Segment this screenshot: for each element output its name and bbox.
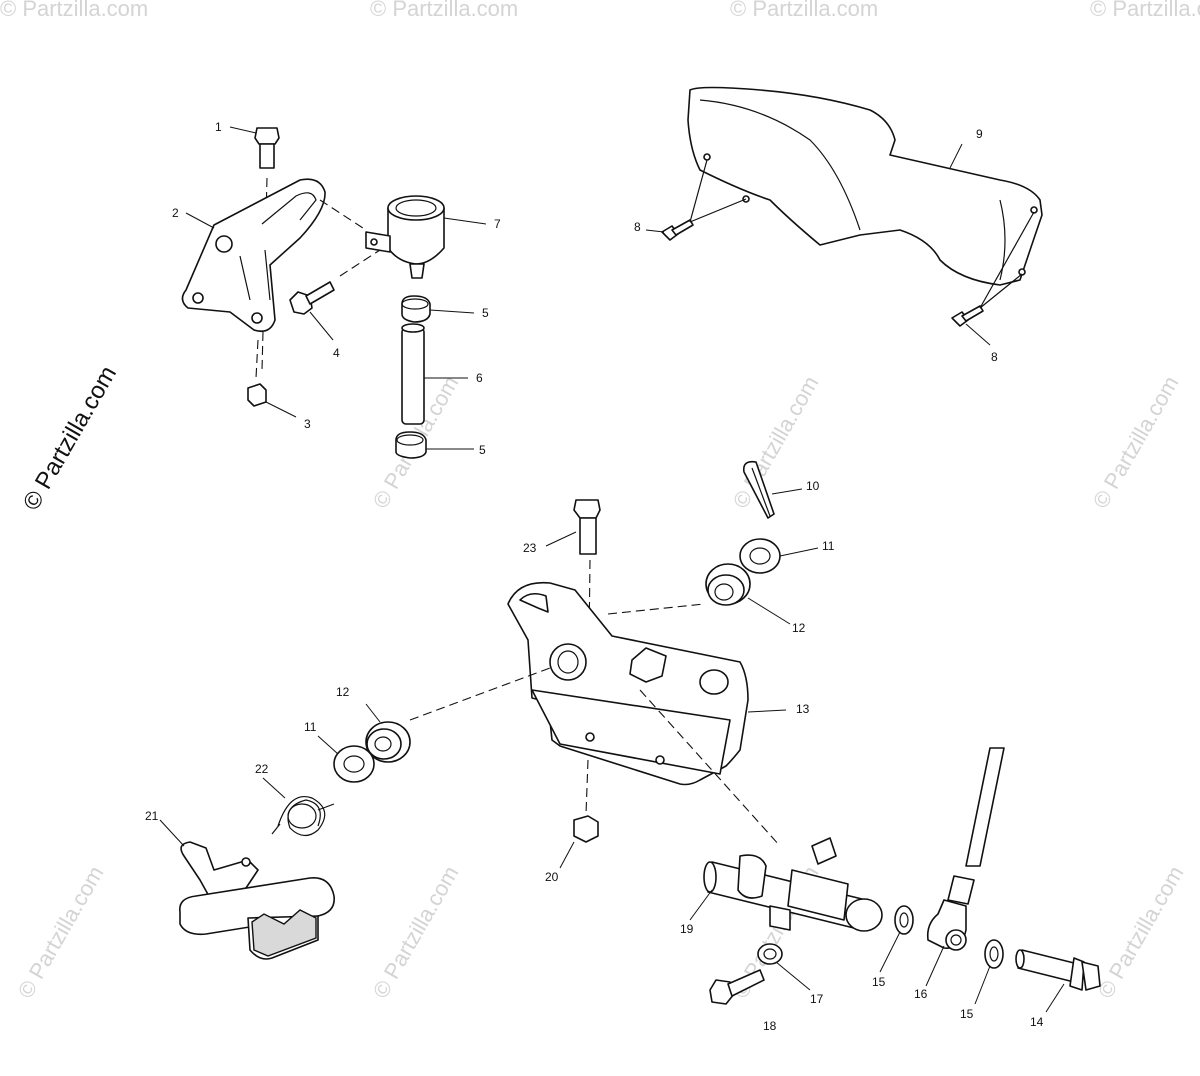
callout-5: 5 bbox=[479, 443, 486, 457]
callout-20: 20 bbox=[545, 870, 559, 884]
faint-watermark: © Partzilla.com bbox=[13, 862, 109, 1003]
part-2-bracket bbox=[181, 178, 326, 333]
callout-8: 8 bbox=[634, 220, 641, 234]
part-19-shaft bbox=[703, 837, 883, 932]
callout-4: 4 bbox=[333, 346, 340, 360]
faint-watermark: © Partzilla.com bbox=[370, 0, 518, 21]
callout-12: 12 bbox=[336, 685, 350, 699]
part-15-washer-right bbox=[984, 939, 1004, 969]
callout-8: 8 bbox=[991, 350, 998, 364]
callout-2: 2 bbox=[172, 206, 179, 220]
faint-watermark: © Partzilla.com bbox=[1090, 0, 1200, 21]
part-7-reservoir bbox=[319, 195, 445, 279]
part-10-cotter-pin bbox=[742, 460, 775, 519]
part-21-pedal bbox=[179, 841, 335, 960]
callout-19: 19 bbox=[680, 922, 694, 936]
part-6-hose bbox=[401, 323, 425, 425]
faint-watermark: © Partzilla.com bbox=[0, 0, 148, 21]
callout-3: 3 bbox=[304, 417, 311, 431]
part-13-bracket bbox=[507, 581, 781, 847]
callout-1: 1 bbox=[215, 120, 222, 134]
callout-11: 11 bbox=[304, 720, 317, 734]
part-18-bolt bbox=[709, 969, 765, 1005]
watermark-layer: © Partzilla.com © Partzilla.com © Partzi… bbox=[0, 0, 1200, 1003]
part-16-rod bbox=[926, 747, 1005, 951]
callout-17: 17 bbox=[810, 992, 824, 1006]
callout-16: 16 bbox=[914, 987, 928, 1001]
part-17-washer bbox=[757, 943, 783, 965]
callout-15: 15 bbox=[872, 975, 886, 989]
faint-watermark: © Partzilla.com bbox=[368, 862, 464, 1003]
faint-watermark: © Partzilla.com bbox=[1088, 372, 1184, 513]
callout-5: 5 bbox=[482, 306, 489, 320]
callout-9: 9 bbox=[976, 127, 983, 141]
callout-15: 15 bbox=[960, 1007, 974, 1021]
callout-13: 13 bbox=[796, 702, 810, 716]
part-12-bushing-lower bbox=[365, 667, 551, 763]
faint-watermark: © Partzilla.com bbox=[1093, 862, 1189, 1003]
part-12-bushing-upper bbox=[705, 563, 751, 606]
callout-14: 14 bbox=[1030, 1015, 1044, 1029]
part-5-clamp-lower bbox=[395, 431, 427, 459]
part-22-spring bbox=[271, 796, 335, 837]
part-5-clamp-upper bbox=[401, 295, 431, 323]
main-watermark: © Partzilla.com bbox=[18, 361, 122, 515]
faint-watermark: © Partzilla.com bbox=[730, 0, 878, 21]
callout-7: 7 bbox=[494, 217, 501, 231]
part-11-washer-upper bbox=[739, 538, 781, 574]
part-14-bolt bbox=[1015, 949, 1101, 991]
callout-12: 12 bbox=[792, 621, 806, 635]
callout-numbers: 1 2 3 4 5 5 6 7 8 8 9 10 11 11 12 12 13 … bbox=[145, 120, 1044, 1033]
callout-10: 10 bbox=[806, 479, 820, 493]
callout-23: 23 bbox=[523, 541, 537, 555]
callout-6: 6 bbox=[476, 371, 483, 385]
callout-leaders bbox=[159, 126, 1065, 1013]
part-20-nut bbox=[573, 759, 599, 843]
callout-11: 11 bbox=[822, 539, 835, 553]
part-11-washer-lower bbox=[333, 745, 375, 783]
part-8-screw-left bbox=[661, 159, 747, 241]
part-8-screw-right bbox=[951, 211, 1035, 327]
part-3-nut bbox=[247, 339, 267, 407]
part-4-bolt bbox=[289, 249, 381, 315]
part-9-cover bbox=[687, 86, 1043, 286]
callout-18: 18 bbox=[763, 1019, 777, 1033]
part-15-washer-left bbox=[894, 905, 914, 935]
callout-21: 21 bbox=[145, 809, 159, 823]
callout-22: 22 bbox=[255, 762, 269, 776]
